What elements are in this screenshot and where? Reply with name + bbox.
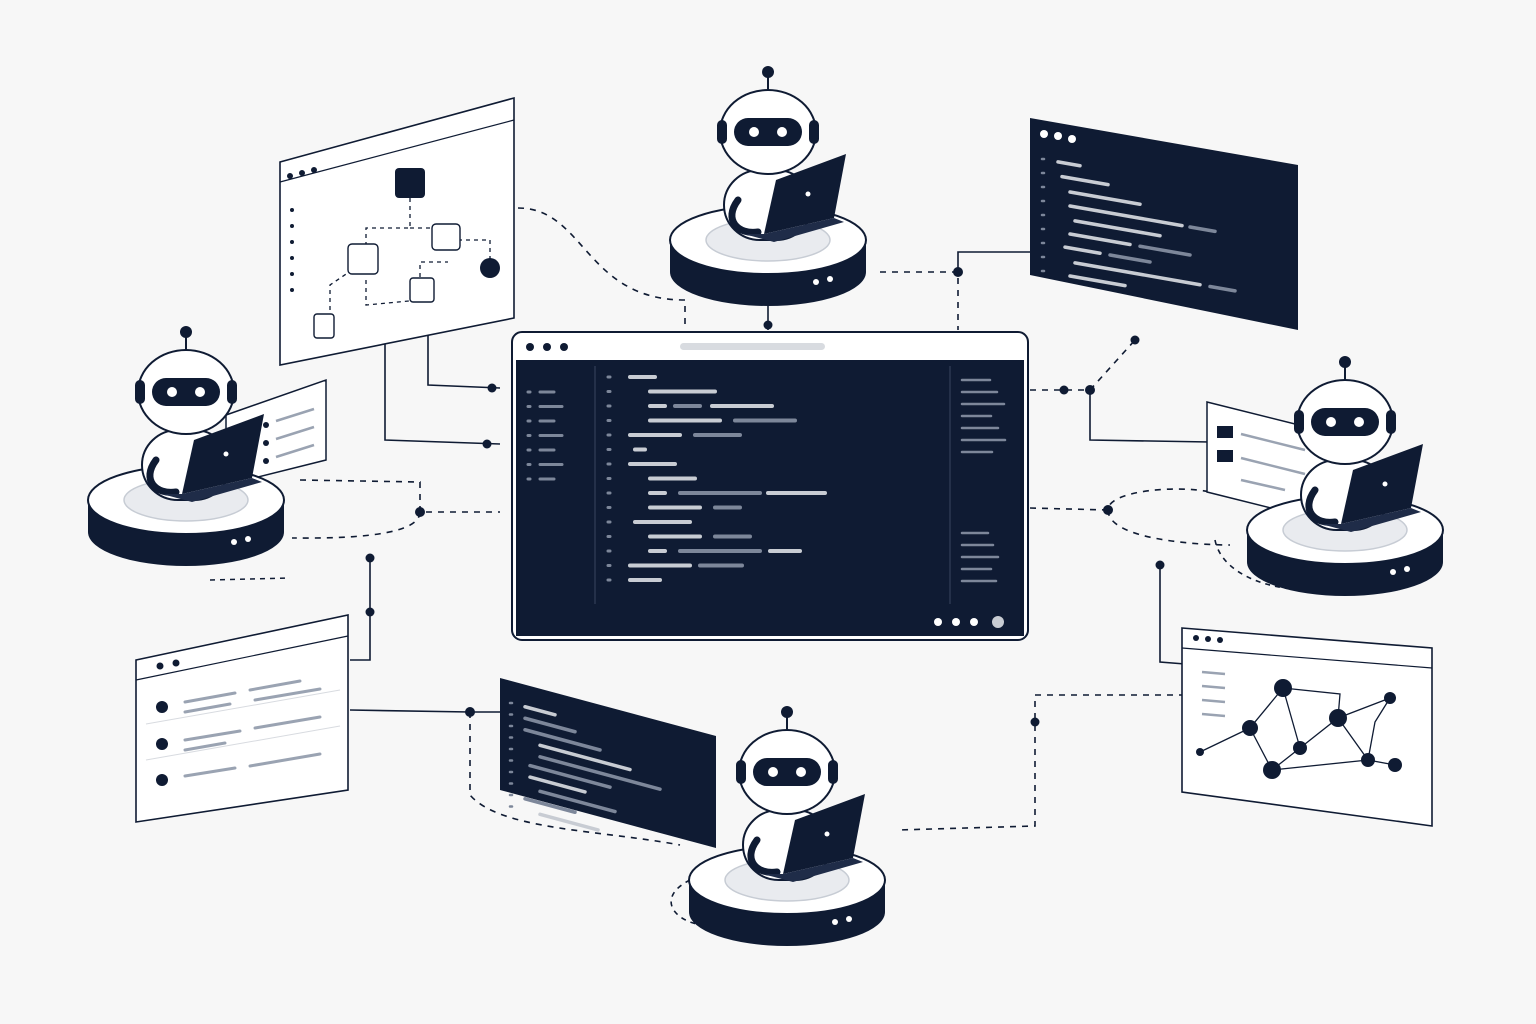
code-line	[1068, 190, 1142, 206]
code-line	[1056, 160, 1082, 168]
code-line	[523, 797, 577, 814]
code-line	[1063, 245, 1102, 255]
code-line	[1068, 274, 1127, 288]
code-line	[1108, 253, 1152, 264]
code-line	[1073, 261, 1202, 287]
code-line	[1068, 204, 1184, 228]
code-line	[538, 812, 600, 832]
code-line	[523, 705, 557, 717]
code-line	[1138, 244, 1192, 257]
code-line	[528, 763, 612, 789]
code-line	[538, 789, 617, 814]
graph-network-window	[1181, 627, 1433, 827]
robot-right	[1206, 356, 1443, 596]
code-line	[1188, 225, 1217, 234]
robot-top	[670, 66, 866, 306]
robot-icon	[88, 326, 284, 566]
robot-bottom	[689, 706, 885, 946]
code-line	[538, 755, 662, 791]
list-window-bottom-left	[135, 614, 349, 823]
code-window-bottom-center	[500, 678, 716, 848]
code-line	[523, 716, 577, 734]
code-line	[528, 775, 587, 794]
code-line	[523, 728, 602, 752]
code-line	[1208, 284, 1237, 293]
code-line	[1073, 219, 1162, 238]
code-line	[1068, 232, 1132, 247]
robot-icon	[670, 66, 866, 306]
flowchart-window	[279, 96, 515, 366]
robot-icon	[689, 706, 885, 946]
code-line	[538, 743, 632, 772]
main-code-lines	[526, 375, 1007, 583]
robot-left	[88, 326, 327, 566]
code-line	[1060, 174, 1110, 187]
main-code-editor-window	[511, 331, 1029, 641]
code-window-top-right	[1030, 118, 1298, 330]
